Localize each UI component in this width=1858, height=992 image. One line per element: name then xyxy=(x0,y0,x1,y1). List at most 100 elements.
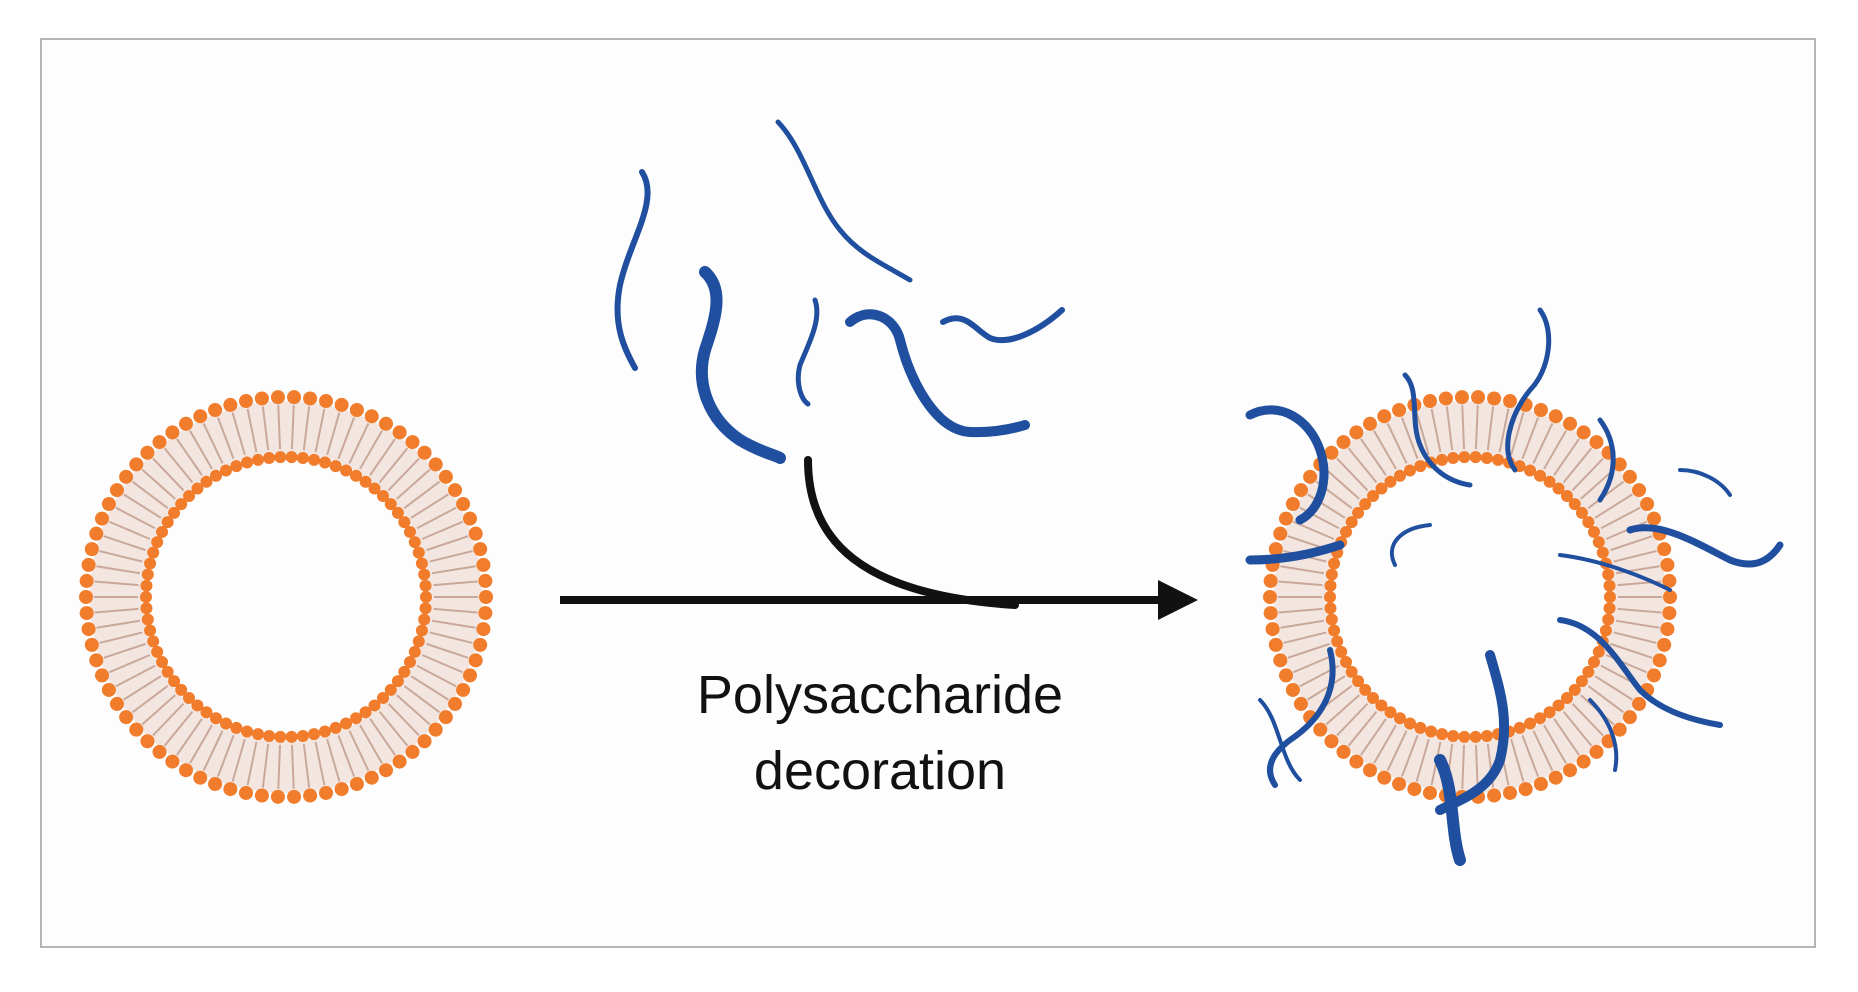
lipid-head-outer xyxy=(364,770,379,785)
lipid-head-inner xyxy=(210,712,222,725)
attached-polysaccharide-chain xyxy=(1588,698,1619,772)
lipid-tail xyxy=(337,735,356,777)
lipid-tail xyxy=(1594,493,1633,519)
lipid-tail xyxy=(115,506,156,530)
lipid-head-inner xyxy=(1331,635,1344,648)
lipid-head-outer xyxy=(1589,744,1604,759)
arrow-caption-line-1: Polysaccharide xyxy=(696,665,1064,725)
lipid-tail xyxy=(103,642,146,659)
lipid-head-inner xyxy=(1403,717,1416,730)
lipid-head-outer xyxy=(1422,785,1437,800)
lipid-head-outer xyxy=(1518,782,1533,797)
lipid-head-outer xyxy=(179,763,193,778)
lipid-tail xyxy=(396,468,431,500)
lipid-tail xyxy=(387,457,420,491)
lipid-tail xyxy=(431,565,476,575)
attached-polysaccharide-chain xyxy=(1558,553,1672,592)
lipid-head-inner xyxy=(151,536,164,549)
lipid-head-outer xyxy=(1622,710,1637,725)
lipid-head-outer xyxy=(84,637,99,652)
lipid-head-outer xyxy=(238,394,253,409)
lipid-head-inner xyxy=(403,525,416,538)
lipid-head-inner xyxy=(329,721,342,734)
attached-polysaccharide-chain xyxy=(1245,405,1329,525)
arrow-caption-line-2: decoration xyxy=(753,741,1007,801)
lipid-tail xyxy=(1553,438,1580,476)
lipid-head-outer xyxy=(1263,606,1278,621)
lipid-head-inner xyxy=(140,591,152,603)
lipid-tail xyxy=(403,480,441,509)
lipid-tail xyxy=(290,405,295,450)
lipid-head-outer xyxy=(303,391,318,406)
lipid-head-inner xyxy=(1384,706,1397,719)
lipid-head-inner xyxy=(1596,546,1609,559)
lipid-head-inner xyxy=(219,464,232,477)
lipid-head-inner xyxy=(1394,469,1406,482)
lipid-tail xyxy=(1580,468,1615,500)
lipid-head-outer xyxy=(448,483,463,498)
lipid-head-inner xyxy=(1447,452,1460,465)
lipid-tail xyxy=(115,664,156,688)
lipid-head-outer xyxy=(1265,622,1280,637)
lipid-tail xyxy=(176,438,203,476)
lipid-head-outer xyxy=(1454,390,1469,405)
lipid-head-inner xyxy=(408,536,421,549)
lipid-tail xyxy=(99,550,143,563)
lipid-tail xyxy=(1610,642,1653,659)
lipid-head-outer xyxy=(462,668,477,683)
lipid-tail xyxy=(1461,744,1466,789)
lipid-head-inner xyxy=(251,728,264,741)
lipid-head-outer xyxy=(1646,511,1661,526)
lipid-head-inner xyxy=(350,469,362,482)
lipid-head-outer xyxy=(89,653,104,668)
attached-polysaccharide-chain xyxy=(1626,524,1784,568)
lipid-head-inner xyxy=(420,591,432,603)
lipid-tail xyxy=(1461,405,1466,450)
lipid-head-inner xyxy=(1345,516,1358,529)
lipid-head-outer xyxy=(1407,782,1422,797)
lipid-tail xyxy=(94,607,139,614)
lipid-tail xyxy=(96,619,141,629)
lipid-tail xyxy=(1386,730,1408,771)
attached-polysaccharide-chain xyxy=(1258,698,1302,782)
lipid-tail xyxy=(410,675,449,701)
lipid-tail xyxy=(1510,738,1525,782)
lipid-tail xyxy=(1617,607,1662,614)
lipid-head-outer xyxy=(140,445,155,460)
lipid-head-inner xyxy=(200,706,213,719)
lipid-head-inner xyxy=(1575,506,1588,519)
lipid-head-outer xyxy=(349,402,364,417)
lipid-tail xyxy=(189,430,213,470)
lipid-head-inner xyxy=(168,506,181,519)
lipid-head-outer xyxy=(1662,573,1677,588)
lipid-head-outer xyxy=(473,542,488,557)
lipid-head-inner xyxy=(408,645,421,658)
lipid-head-inner xyxy=(1587,656,1600,669)
lipid-head-outer xyxy=(1279,511,1294,526)
lipid-head-inner xyxy=(1492,453,1505,466)
lipid-head-inner xyxy=(230,721,243,734)
lipid-tail xyxy=(189,724,213,764)
lipid-head-outer xyxy=(1324,445,1339,460)
lipid-head-inner xyxy=(1469,730,1482,743)
lipid-tail xyxy=(131,480,169,509)
lipid-tail xyxy=(141,694,176,726)
lipid-head-inner xyxy=(1325,613,1338,626)
lipid-head-outer xyxy=(1336,744,1351,759)
lipid-tail xyxy=(1325,468,1360,500)
lipid-tail xyxy=(421,654,464,674)
lipid-tail xyxy=(426,535,469,552)
lipid-head-outer xyxy=(1487,788,1502,803)
lipid-tail xyxy=(1486,406,1495,451)
lipid-tail xyxy=(369,718,396,756)
lipid-head-inner xyxy=(144,557,157,570)
lipid-head-inner xyxy=(1324,602,1337,615)
lipid-head-inner xyxy=(251,453,264,466)
lipid-head-outer xyxy=(81,557,96,572)
lipid-tail xyxy=(163,447,194,483)
lipid-tail xyxy=(176,718,203,756)
polysaccharide-chain xyxy=(695,266,786,464)
lipid-tail xyxy=(123,675,162,701)
lipid-head-outer xyxy=(1662,606,1677,621)
